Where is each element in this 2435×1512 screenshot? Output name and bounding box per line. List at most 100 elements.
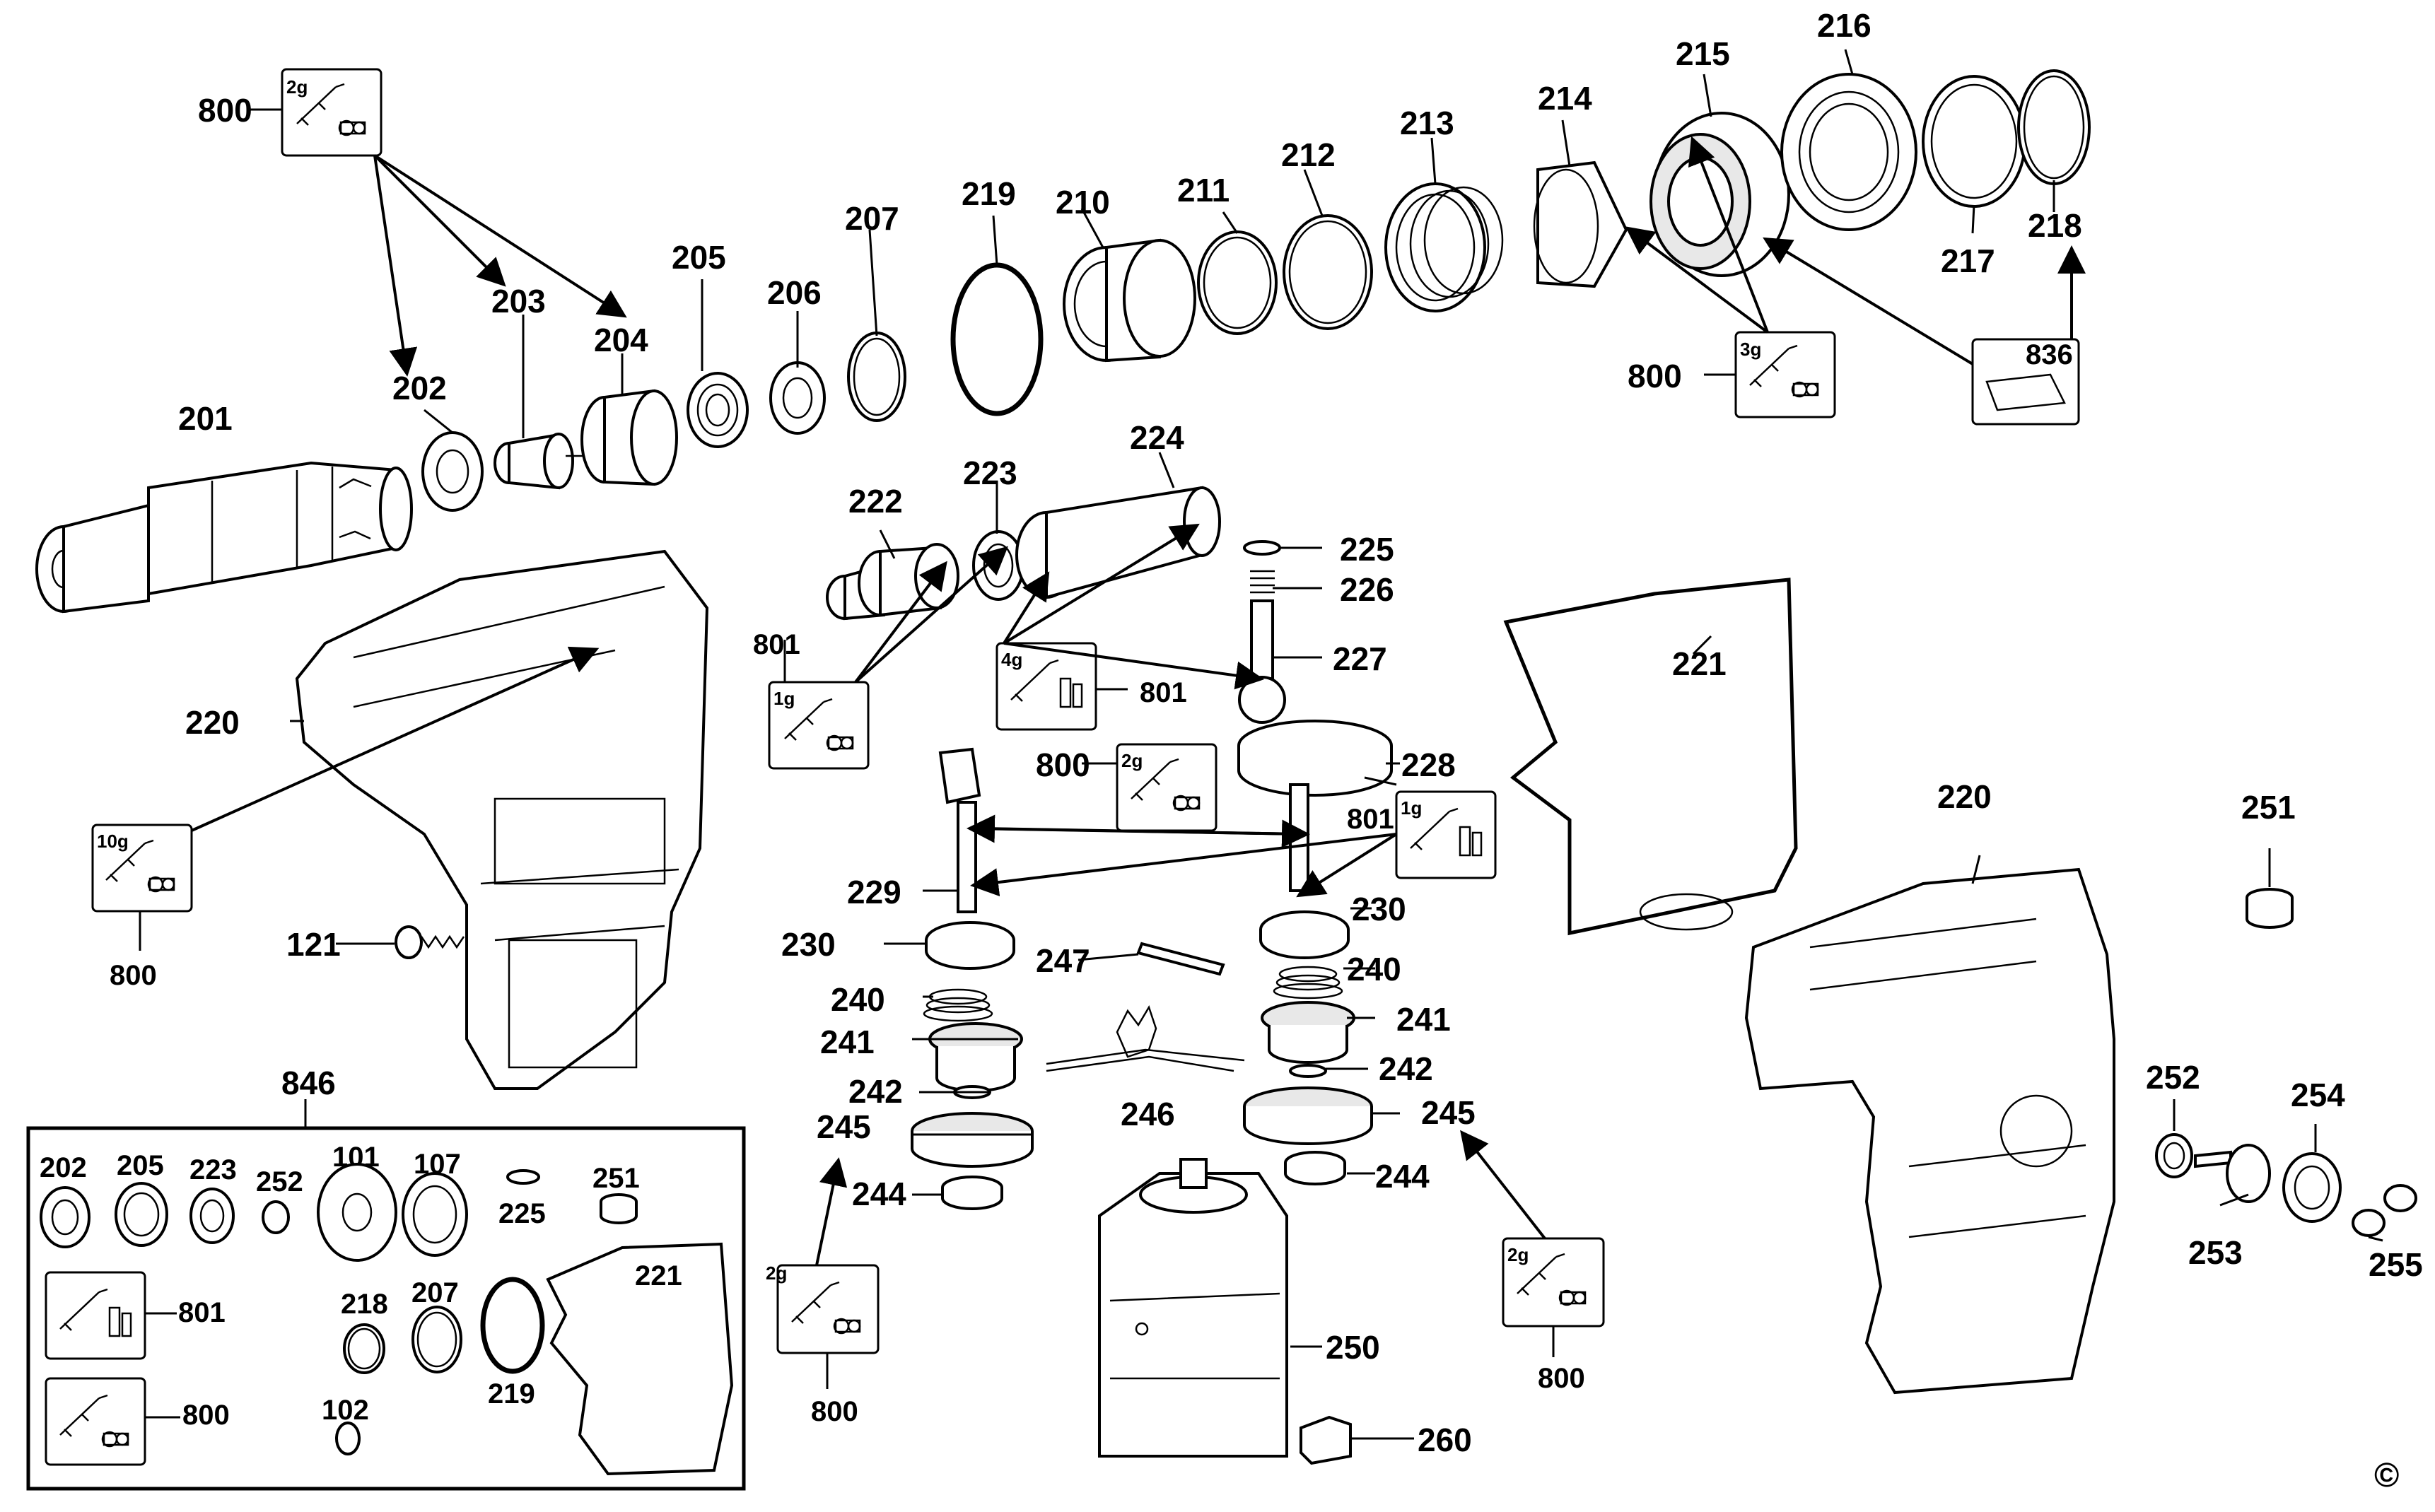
part-number-labels: 800 201 202 203 204 205 206 207 219 210 … [110,7,2423,1458]
label-207: 207 [845,200,899,237]
label-255: 255 [2369,1246,2423,1283]
part-217-ring [1922,75,2026,208]
part-255-caps [2352,1184,2417,1237]
part-226-spring [1250,570,1275,594]
label-245-right: 245 [1421,1094,1476,1131]
label-800-bottom-left: 800 [811,1396,858,1427]
label-205: 205 [672,239,726,276]
grease-box-1g-b: 1g [1395,790,1497,879]
kit-label-223: 223 [189,1154,237,1185]
label-201: 201 [178,400,233,437]
label-227: 227 [1333,640,1387,677]
label-213: 213 [1400,105,1454,141]
kit-label-801: 801 [178,1297,226,1328]
part-216-bearing [1780,73,1917,231]
label-230-left: 230 [781,926,836,963]
copyright-symbol: © [2374,1457,2399,1494]
part-223-ring [972,530,1024,601]
label-241-right: 241 [1396,1001,1451,1038]
label-229: 229 [847,874,901,910]
label-801-a: 801 [753,629,800,660]
label-223: 223 [963,455,1017,491]
label-251: 251 [2241,789,2296,826]
label-800-top-right: 800 [1628,358,1682,394]
part-251-plug [2246,888,2294,929]
part-242-ring-right [1289,1064,1327,1078]
kit-836-box [1971,338,2080,426]
part-250-motor [1098,1158,1288,1458]
label-221: 221 [1672,645,1727,682]
label-203: 203 [491,283,546,320]
label-246: 246 [1121,1096,1175,1132]
svg-text:2g: 2g [1121,750,1143,771]
label-240-right: 240 [1347,951,1401,988]
part-206-washer [769,361,826,435]
part-202-washer [421,431,484,512]
label-801-b: 801 [1140,677,1187,708]
part-252-ring [2155,1133,2193,1178]
part-121-screw [395,925,465,959]
label-254: 254 [2291,1077,2345,1113]
label-250: 250 [1326,1329,1380,1366]
label-800: 800 [198,92,252,129]
arrows-and-leaders [139,49,2383,1440]
svg-text:4g: 4g [1001,649,1022,670]
kit-846-title: 846 [281,1065,336,1101]
grease-box-1g-a: 1g [768,681,870,770]
label-226: 226 [1340,571,1394,608]
grease-box-tr: 3g [1734,331,1836,418]
kit-label-221: 221 [635,1260,682,1291]
label-204: 204 [594,322,648,358]
label-210: 210 [1056,184,1110,221]
label-245-left: 245 [817,1108,871,1145]
part-227-pin [1238,599,1286,724]
svg-text:2g: 2g [1507,1244,1529,1265]
svg-text:10g: 10g [97,831,129,852]
label-836: 836 [2026,339,2073,370]
kit-label-251: 251 [592,1163,640,1194]
label-800-mid: 800 [1036,746,1090,783]
kit-label-800: 800 [182,1400,230,1431]
part-215-bevel-gear [1649,112,1790,277]
part-230-bearing-left [925,921,1015,970]
label-217: 217 [1941,242,1995,279]
grease-box-2g-bl: 2g [766,1262,880,1354]
label-242-right: 242 [1379,1050,1433,1087]
svg-text:2g: 2g [286,76,308,98]
label-242-left: 242 [848,1073,903,1110]
part-213-spring [1384,182,1504,312]
part-260-brush-holder [1300,1415,1352,1465]
grease-box-2g-mid: 2g [1116,743,1218,832]
part-221-gasket [1503,578,1798,936]
kit-label-225: 225 [498,1198,546,1229]
label-220-right: 220 [1937,778,1992,815]
part-214-sleeve [1533,160,1628,288]
label-244-right: 244 [1375,1158,1430,1195]
label-220-left: 220 [185,704,240,741]
svg-text:1g: 1g [773,688,795,709]
grease-box-2g-br: 2g [1502,1237,1605,1328]
kit-label-218: 218 [341,1289,388,1320]
svg-text:2g: 2g [766,1262,787,1284]
part-205-bearing [687,372,749,448]
label-219: 219 [962,175,1016,212]
label-214: 214 [1538,80,1592,117]
label-247: 247 [1036,942,1090,979]
part-245-gear-right [1243,1086,1373,1145]
kit-label-219: 219 [488,1378,535,1410]
label-228: 228 [1401,746,1456,783]
grease-box-4g: 4g [995,642,1097,731]
part-230-bearing-right [1259,910,1350,959]
part-204-sleeve [580,389,678,486]
label-225: 225 [1340,531,1394,568]
label-800-left: 800 [110,960,157,991]
svg-text:1g: 1g [1401,797,1422,819]
label-241-left: 241 [820,1024,875,1060]
part-224-cylinder [1015,486,1221,599]
part-245-gear-left [911,1112,1034,1168]
svg-text:3g: 3g [1740,339,1761,360]
part-240-spring-left [923,988,993,1022]
grease-box-tl: 2g [281,68,383,157]
part-220-gear-housing-left [295,549,709,1090]
kit-label-252: 252 [256,1166,303,1197]
